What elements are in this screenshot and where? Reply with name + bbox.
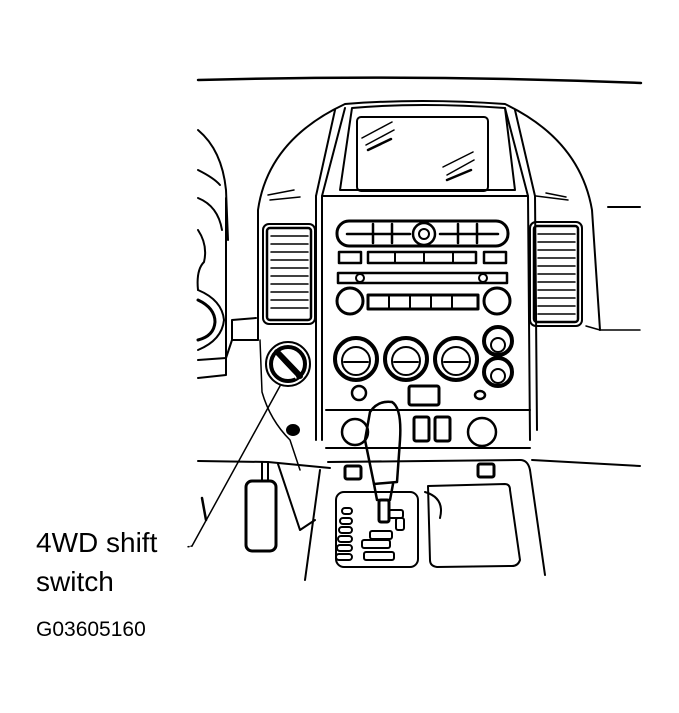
- callout-label-4wd-shift: 4WD shift: [36, 527, 158, 558]
- 4wd-shift-switch: [260, 340, 316, 470]
- navigation-display-screen: [340, 105, 515, 191]
- callout-leader-line: [192, 386, 280, 546]
- callout-label-switch: switch: [36, 566, 114, 597]
- dash-top-edge: [198, 78, 641, 83]
- left-air-vent: [263, 224, 315, 324]
- audio-head-unit: [337, 221, 510, 314]
- center-console: [328, 460, 530, 479]
- right-air-vent: [530, 222, 640, 330]
- instrument-cluster-edge: [198, 130, 258, 378]
- climate-controls: [335, 327, 512, 405]
- figure-id: G03605160: [36, 618, 146, 641]
- shift-pattern-plate: [336, 492, 418, 567]
- lower-switch-row: [326, 410, 530, 448]
- console-storage-lid: [425, 484, 520, 567]
- hood-release-handle: [246, 462, 276, 551]
